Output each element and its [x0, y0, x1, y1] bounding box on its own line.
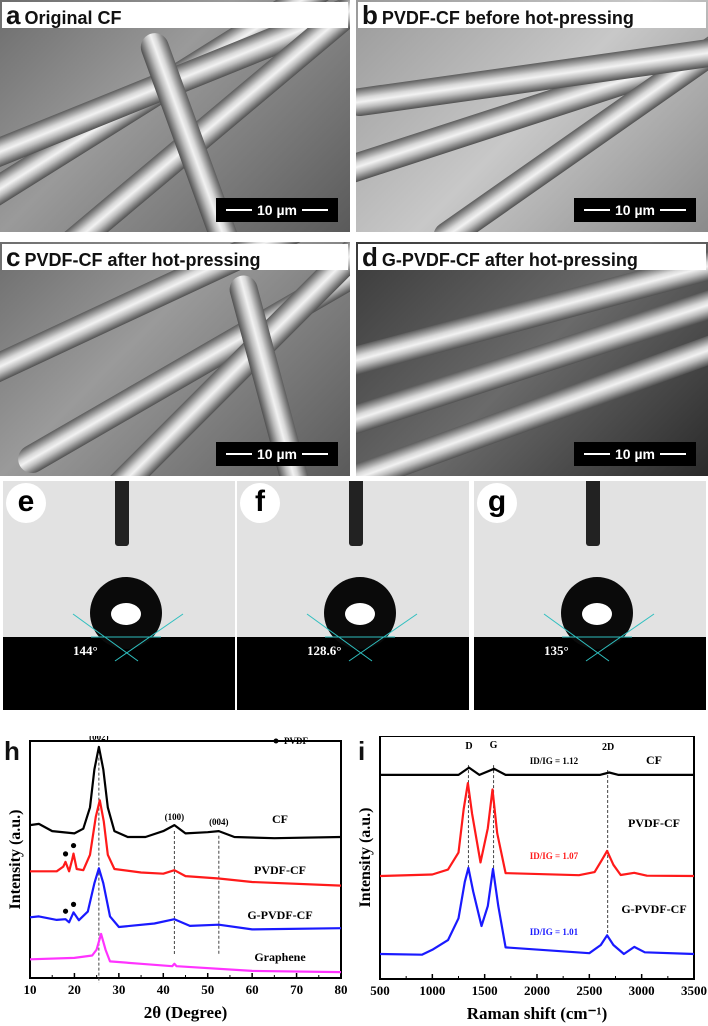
needle [349, 481, 363, 546]
series-line-cf [380, 766, 694, 777]
intensity-ratio-label: ID/IG = 1.01 [530, 927, 579, 937]
substrate [3, 637, 235, 710]
series-line-pvdf-cf [30, 799, 342, 887]
series-label: CF [272, 812, 288, 826]
x-tick-label: 60 [246, 982, 259, 997]
contact-angle-image-f: 128.6° f [237, 481, 469, 710]
peak-label: (004) [209, 817, 229, 827]
panel-letter: g [477, 483, 517, 523]
scale-bar: 10 µm [574, 198, 696, 222]
x-tick-label: 70 [290, 982, 303, 997]
series-label: PVDF-CF [254, 863, 306, 877]
panel-letter-i: i [358, 736, 366, 766]
series-line-g-pvdf-cf [29, 867, 342, 931]
series-line-graphene [29, 932, 342, 974]
contact-angle-image-e: 144° e [3, 481, 235, 710]
intensity-ratio-label: ID/IG = 1.07 [530, 851, 579, 861]
peak-label: G [490, 740, 498, 751]
x-tick-label: 3500 [681, 983, 707, 998]
tangent-lines [72, 613, 184, 662]
y-axis-label: Intensity (a.u.) [357, 807, 374, 907]
y-axis-label: Intensity (a.u.) [7, 809, 24, 909]
substrate [237, 637, 469, 710]
x-axis-label: Raman shift (cm⁻¹) [467, 1004, 608, 1023]
contact-angle-image-g: 135° g [474, 481, 706, 710]
panel-letter: e [6, 483, 46, 523]
plot-frame [29, 740, 342, 979]
x-tick-label: 40 [157, 982, 170, 997]
xrd-chart: 10 20 30 40 50 60 70 80 2θ (Degree) Intensity (a.… [7, 736, 348, 1022]
peak-label: 2D [602, 742, 614, 753]
needle [115, 481, 129, 546]
pvdf-marker [62, 851, 69, 857]
series-line-pvdf-cf [379, 781, 695, 878]
peak-label: (100) [165, 812, 185, 822]
scale-bar: 10 µm [574, 442, 696, 466]
x-tick-label: 10 [24, 982, 37, 997]
series-label: PVDF-CF [628, 816, 680, 830]
peak-label: D [465, 741, 472, 752]
x-tick-label: 500 [370, 983, 390, 998]
series-label: G-PVDF-CF [247, 908, 312, 922]
series-label: CF [646, 753, 662, 767]
needle [586, 481, 600, 546]
substrate [474, 637, 706, 710]
panel-letter: f [240, 483, 280, 523]
series-line-cf [29, 745, 342, 840]
scale-bar: 10 µm [216, 442, 338, 466]
series-line-g-pvdf-cf [379, 866, 695, 956]
pvdf-marker [70, 901, 77, 907]
x-tick-label: 2500 [576, 983, 602, 998]
x-tick-label: 20 [68, 982, 81, 997]
pvdf-marker [70, 842, 77, 849]
tangent-lines [306, 613, 418, 662]
panel-letter-h: h [4, 736, 20, 766]
peak-label: (002) [89, 736, 109, 742]
contact-angle-value: 135° [544, 643, 569, 658]
series-label: Graphene [254, 950, 306, 964]
x-tick-label: 1500 [472, 983, 498, 998]
pvdf-marker [62, 908, 69, 914]
scale-bar: 10 µm [216, 198, 338, 222]
x-tick-label: 1000 [419, 983, 445, 998]
x-tick-label: 30 [112, 982, 125, 997]
legend-label: PVDF [284, 736, 308, 746]
series-label: G-PVDF-CF [621, 902, 686, 916]
x-axis-label: 2θ (Degree) [144, 1003, 228, 1022]
tangent-lines [543, 613, 655, 662]
x-tick-label: 80 [335, 982, 348, 997]
contact-angle-value: 144° [73, 643, 98, 658]
x-tick-label: 2000 [524, 983, 550, 998]
intensity-ratio-label: ID/IG = 1.12 [530, 756, 579, 766]
x-tick-label: 3000 [629, 983, 655, 998]
x-tick-label: 50 [201, 982, 214, 997]
legend-marker [273, 738, 279, 744]
contact-angle-value: 128.6° [307, 643, 342, 658]
